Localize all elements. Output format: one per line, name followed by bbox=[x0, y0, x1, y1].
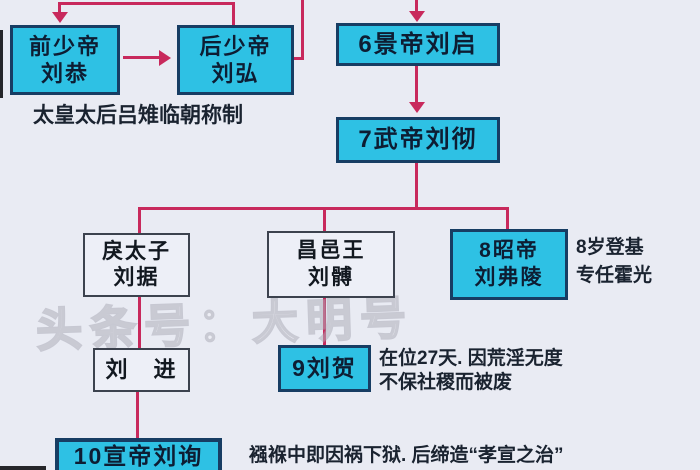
connector-wudi-down bbox=[415, 163, 418, 209]
node-label: 昌邑王 bbox=[296, 239, 366, 263]
node-qian-shao-di: 前少帝 刘恭 bbox=[10, 25, 120, 95]
node-label: 9刘贺 bbox=[292, 355, 357, 382]
connector-top-horizontal bbox=[58, 2, 235, 5]
annotation-zhao-di-line2: 专任霍光 bbox=[576, 265, 653, 286]
node-label: 刘恭 bbox=[40, 61, 89, 86]
node-label: 刘髆 bbox=[308, 265, 354, 289]
node-label: 刘弘 bbox=[211, 61, 260, 86]
node-label: 前少帝 bbox=[28, 33, 101, 59]
connector-into-qianshaodi bbox=[58, 2, 61, 13]
node-li-taizi: 戾太子 刘据 bbox=[83, 233, 190, 297]
arrow-down-icon bbox=[409, 102, 425, 113]
connector-houshaodi-right-vertical bbox=[301, 0, 304, 60]
node-label: 刘弗陵 bbox=[474, 265, 544, 289]
node-label: 后少帝 bbox=[199, 33, 272, 59]
node-label: 刘据 bbox=[113, 266, 160, 289]
annotation-lv-zhi: 太皇太后吕雉临朝称制 bbox=[33, 104, 243, 127]
arrow-down-icon bbox=[52, 12, 68, 23]
node-label: 6景帝刘启 bbox=[358, 30, 478, 58]
arrow-right-icon bbox=[159, 50, 171, 66]
node-label: 7武帝刘彻 bbox=[358, 126, 478, 153]
connector-drop-changyiwang bbox=[323, 207, 326, 232]
connector-into-houshaodi-top bbox=[232, 2, 235, 25]
photo-edge-artifact bbox=[0, 466, 46, 470]
connector-litaizi-to-liujin bbox=[138, 297, 141, 348]
connector-drop-litaizi bbox=[138, 207, 141, 233]
node-jing-di: 6景帝刘启 bbox=[336, 23, 500, 66]
node-changyi-wang: 昌邑王 刘髆 bbox=[267, 231, 395, 298]
arrow-down-icon bbox=[409, 11, 425, 22]
node-zhao-di: 8昭帝 刘弗陵 bbox=[450, 229, 568, 300]
connector-changyiwang-to-liuhe bbox=[323, 298, 326, 345]
annotation-liu-he-line1: 在位27天. 因荒淫无度 bbox=[379, 348, 563, 369]
connector-jingdi-to-wudi bbox=[415, 66, 418, 103]
connector-houshaodi-right-stub bbox=[294, 57, 304, 60]
node-label: 8昭帝 bbox=[479, 239, 539, 263]
node-liu-he: 9刘贺 bbox=[278, 345, 371, 392]
connector-drop-zhaodi bbox=[506, 207, 509, 230]
photo-edge-artifact bbox=[0, 30, 3, 98]
annotation-xuan-di: 襁褓中即因祸下狱. 后缔造“孝宣之治” bbox=[249, 445, 564, 466]
annotation-liu-he-line2: 不保社稷而被废 bbox=[379, 372, 513, 393]
connector-qianshaodi-to-houshaodi bbox=[123, 56, 161, 59]
node-label: 刘 进 bbox=[105, 357, 178, 383]
node-label: 戾太子 bbox=[102, 239, 171, 263]
connector-into-jingdi bbox=[415, 0, 418, 12]
connector-liujin-to-xuandi bbox=[136, 392, 139, 438]
annotation-zhao-di-line1: 8岁登基 bbox=[576, 237, 644, 258]
node-hou-shao-di: 后少帝 刘弘 bbox=[177, 25, 294, 95]
node-wu-di: 7武帝刘彻 bbox=[336, 117, 500, 163]
node-label: 10宣帝刘询 bbox=[73, 442, 204, 469]
node-xuan-di: 10宣帝刘询 bbox=[55, 438, 222, 470]
node-liu-jin: 刘 进 bbox=[93, 348, 190, 392]
